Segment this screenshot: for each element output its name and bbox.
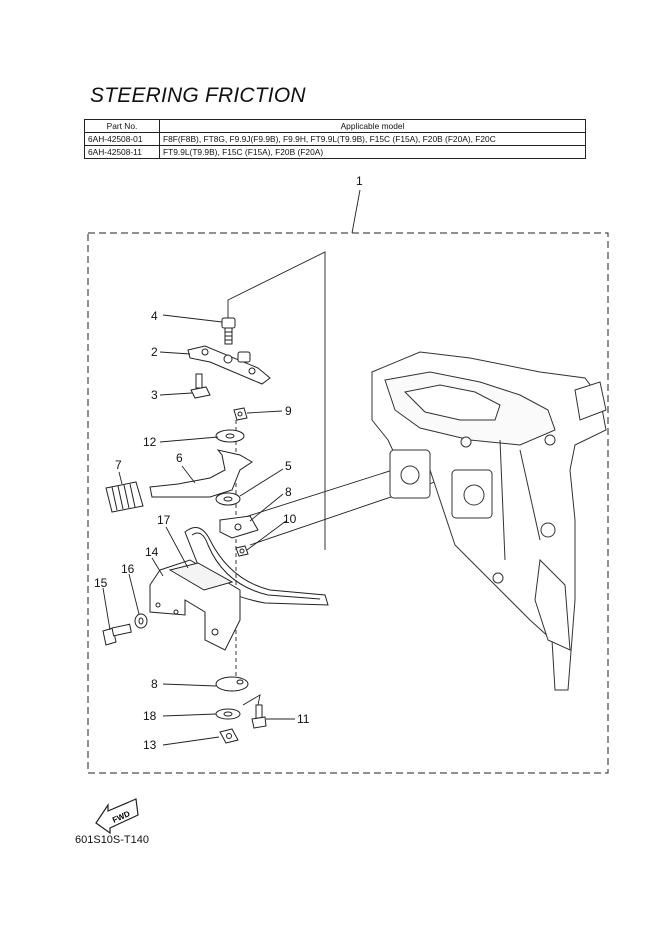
callout-2: 2 [151, 345, 158, 359]
callout-8-lower: 8 [151, 677, 158, 691]
callout-1: 1 [356, 174, 363, 188]
callout-8-upper: 8 [285, 485, 292, 499]
part-number-cell: 6AH-42508-11 [84, 145, 160, 159]
part-2-plate [187, 345, 271, 385]
assembly-axis-lines [219, 251, 471, 711]
part-12-washer [215, 429, 245, 443]
callout-leaders [102, 314, 295, 746]
callout-7: 7 [115, 458, 122, 472]
part-4-bolt [221, 317, 236, 345]
callout-11: 11 [297, 712, 310, 726]
applicable-model-table: Part No. Applicable model 6AH-42508-01 F… [84, 119, 586, 159]
callout-3: 3 [151, 388, 158, 402]
assembly-boundary-dashed [87, 232, 609, 774]
leader-1 [351, 189, 361, 234]
callout-10: 10 [283, 512, 297, 526]
callout-4: 4 [151, 309, 158, 323]
callout-17: 17 [157, 513, 171, 527]
callout-9: 9 [285, 404, 292, 418]
part-10-nut [235, 545, 249, 557]
part-18-washer [215, 708, 241, 720]
callout-15: 15 [94, 576, 108, 590]
callout-16: 16 [121, 562, 135, 576]
callout-13: 13 [143, 738, 157, 752]
drawing-code: 601S10S-T140 [75, 834, 149, 846]
part-13-nut [219, 728, 239, 744]
part-15-bolt [102, 623, 132, 646]
part-11-bolt [251, 704, 267, 729]
models-cell: FT9.9L(T9.9B), F15C (F15A), F20B (F20A) [159, 145, 586, 159]
part-8-friction-piece-upper [219, 515, 259, 539]
part-9-nut [233, 407, 248, 421]
part-16-washer [134, 613, 148, 629]
table-row: 6AH-42508-11 FT9.9L(T9.9B), F15C (F15A),… [84, 145, 586, 159]
engine-bracket-drawing [371, 351, 607, 691]
part-7-grip [105, 481, 144, 513]
callout-12: 12 [143, 435, 157, 449]
callout-5: 5 [285, 459, 292, 473]
page-title: STEERING FRICTION [90, 84, 306, 107]
part-3-bolt [190, 373, 211, 399]
callout-14: 14 [145, 545, 159, 559]
callout-18: 18 [143, 709, 157, 723]
part-6-friction-lever [149, 449, 253, 498]
part-5-washer [215, 492, 241, 506]
part-8-friction-piece-lower [215, 676, 249, 692]
fwd-arrow-icon: FWD [95, 798, 139, 835]
table-header-row: Part No. Applicable model [84, 119, 586, 133]
part-14-bracket [149, 559, 241, 651]
callout-6: 6 [176, 451, 183, 465]
